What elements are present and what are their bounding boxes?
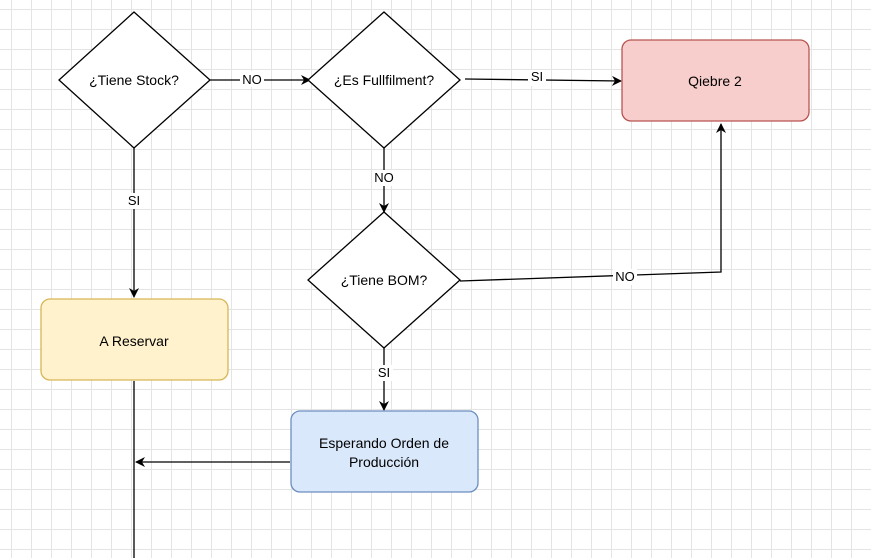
process-esperando-orden[interactable]: Esperando Orden de Producción — [290, 410, 479, 493]
edge-label-no: NO — [242, 72, 262, 87]
edge-label-si: SI — [531, 69, 543, 84]
edge-label-no: NO — [374, 170, 394, 185]
decision-tiene-bom[interactable]: ¿Tiene BOM? — [307, 211, 461, 349]
decision-label: ¿Tiene BOM? — [341, 272, 428, 288]
decision-es-fullfilment[interactable]: ¿Es Fullfilment? — [307, 11, 461, 149]
edge-fullfilment-to-quiebre: SI — [464, 69, 622, 86]
edge-label-si: SI — [128, 193, 140, 208]
edge-bom-to-quiebre: NO — [459, 123, 726, 285]
edge-label-si: SI — [378, 365, 390, 380]
decision-label: ¿Tiene Stock? — [89, 72, 179, 88]
decision-tiene-stock[interactable]: ¿Tiene Stock? — [58, 11, 211, 149]
edge-label-no: NO — [615, 269, 635, 284]
edge-fullfilment-to-bom: NO — [372, 148, 396, 213]
process-label-line2: Producción — [349, 454, 419, 470]
process-label-line1: Esperando Orden de — [319, 435, 449, 451]
edge-stock-to-fullfilment: NO — [210, 71, 311, 87]
process-a-reservar[interactable]: A Reservar — [40, 298, 229, 381]
decision-label: ¿Es Fullfilment? — [334, 72, 435, 88]
process-label: A Reservar — [99, 333, 169, 349]
edge-stock-to-reservar: SI — [125, 148, 143, 298]
edge-bom-to-esperando: SI — [375, 348, 393, 411]
process-quiebre[interactable]: Qiebre 2 — [621, 39, 810, 122]
process-label: Qiebre 2 — [688, 73, 742, 89]
